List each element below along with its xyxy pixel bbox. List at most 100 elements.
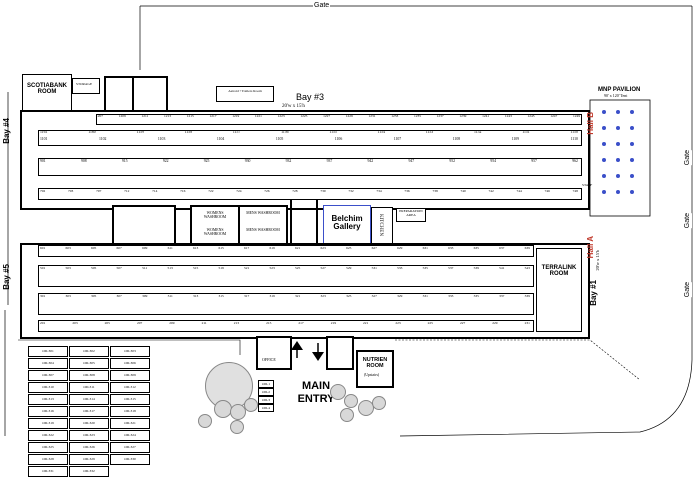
- outdoor-booth[interactable]: OD-314: [69, 394, 109, 405]
- booth-label[interactable]: 629: [397, 246, 403, 250]
- booth-label[interactable]: 215: [266, 321, 272, 325]
- booth-label[interactable]: 736: [404, 189, 410, 193]
- booth-label[interactable]: 1152: [473, 130, 482, 134]
- booth-label[interactable]: 617: [244, 246, 250, 250]
- outdoor-booth[interactable]: OD-315: [110, 394, 150, 405]
- booth-label[interactable]: 726: [264, 189, 270, 193]
- booth-label[interactable]: 335: [473, 294, 479, 298]
- booth-label[interactable]: 1227: [323, 114, 331, 118]
- booth-label[interactable]: 707: [96, 189, 102, 193]
- booth-label[interactable]: 930: [244, 159, 251, 163]
- booth-label[interactable]: 1154: [377, 130, 385, 134]
- booth-label[interactable]: 957: [531, 159, 537, 163]
- booth-label[interactable]: 1213: [164, 114, 172, 118]
- booth-label[interactable]: 1108: [452, 137, 461, 141]
- booth-label[interactable]: 605: [91, 246, 97, 250]
- booth-label[interactable]: 225: [427, 321, 433, 325]
- booth-label[interactable]: 337: [499, 294, 505, 298]
- booth-label[interactable]: 631: [422, 246, 428, 250]
- booth-label[interactable]: 1157: [232, 130, 241, 134]
- outdoor-booth[interactable]: OD-321: [110, 418, 150, 429]
- booth-label[interactable]: 231: [524, 321, 530, 325]
- booth-label[interactable]: 1102: [98, 137, 107, 141]
- booth-label[interactable]: 738: [432, 189, 438, 193]
- booth-label[interactable]: 728: [292, 189, 298, 193]
- outdoor-booth[interactable]: OD-310: [28, 382, 68, 393]
- booth-label[interactable]: 962: [572, 159, 578, 163]
- booth-label[interactable]: 1105: [275, 137, 284, 141]
- booth-label[interactable]: 511: [142, 266, 148, 270]
- booth-label[interactable]: 734: [376, 189, 382, 193]
- booth-label[interactable]: 1207: [96, 114, 103, 118]
- booth-label[interactable]: 503: [65, 266, 71, 270]
- booth-label[interactable]: 1101: [40, 137, 48, 141]
- booth-label[interactable]: 740: [460, 189, 466, 193]
- outdoor-booth[interactable]: OD-322: [28, 430, 68, 441]
- booth-label[interactable]: 915: [121, 159, 128, 163]
- booth-label[interactable]: 529: [346, 266, 352, 270]
- booth-label[interactable]: 633: [448, 246, 454, 250]
- booth-label[interactable]: 637: [499, 246, 505, 250]
- booth-label[interactable]: 1107: [393, 137, 402, 141]
- booth-label[interactable]: 527: [320, 266, 326, 270]
- booth-label[interactable]: 942: [367, 159, 374, 163]
- booth-label[interactable]: 613: [192, 246, 199, 250]
- booth-label[interactable]: 505: [91, 266, 97, 270]
- booth-label[interactable]: 507: [116, 266, 122, 270]
- od-small-booth[interactable]: OD-3: [258, 396, 274, 404]
- od-small-booth[interactable]: OD-1: [258, 380, 274, 388]
- booth-label[interactable]: 219: [330, 321, 336, 325]
- outdoor-booth[interactable]: OD-312: [110, 382, 150, 393]
- booth-label[interactable]: 954: [490, 159, 497, 163]
- booth-label[interactable]: 702: [40, 189, 46, 193]
- booth-label[interactable]: 712: [124, 189, 130, 193]
- booth-label[interactable]: 722: [208, 189, 214, 193]
- outdoor-booth[interactable]: OD-332: [69, 466, 109, 477]
- booth-label[interactable]: 513: [167, 266, 173, 270]
- booth-label[interactable]: 703: [68, 189, 74, 193]
- booth-label[interactable]: 217: [298, 321, 304, 325]
- booth-label[interactable]: 1233: [391, 114, 399, 118]
- booth-label[interactable]: 1243: [504, 114, 512, 118]
- booth-label[interactable]: 205: [104, 321, 110, 325]
- outdoor-booth[interactable]: OD-326: [69, 442, 109, 453]
- outdoor-booth[interactable]: OD-316: [28, 406, 68, 417]
- booth-label[interactable]: 908: [80, 159, 87, 163]
- booth-label[interactable]: 732: [348, 189, 354, 193]
- booth-label[interactable]: 1209: [118, 114, 126, 118]
- outdoor-booth[interactable]: OD-329: [69, 454, 109, 465]
- booth-label[interactable]: 539: [473, 266, 479, 270]
- booth-label[interactable]: 609: [142, 246, 148, 250]
- booth-label[interactable]: 317: [244, 294, 250, 298]
- booth-label[interactable]: 952: [449, 159, 456, 163]
- booth-label[interactable]: 625: [346, 246, 352, 250]
- booth-label[interactable]: 1159: [136, 130, 144, 134]
- booth-label[interactable]: 639: [524, 246, 530, 250]
- od-small-booth[interactable]: OD-4: [258, 404, 274, 412]
- booth-label[interactable]: 607: [116, 246, 122, 250]
- booth-label[interactable]: 1106: [334, 137, 343, 141]
- booth-label[interactable]: 1155: [329, 130, 337, 134]
- booth-label[interactable]: 523: [269, 266, 275, 270]
- outdoor-booth[interactable]: OD-308: [69, 370, 109, 381]
- outdoor-booth[interactable]: OD-325: [28, 442, 68, 453]
- booth-label[interactable]: 1156: [281, 130, 289, 134]
- booth-label[interactable]: 1150: [570, 130, 578, 134]
- booth-label[interactable]: 221: [363, 321, 369, 325]
- booth-label[interactable]: 627: [371, 246, 377, 250]
- outdoor-booth[interactable]: OD-328: [28, 454, 68, 465]
- booth-label[interactable]: 519: [218, 266, 224, 270]
- booth-label[interactable]: 521: [244, 266, 250, 270]
- outdoor-booth[interactable]: OD-305: [69, 358, 109, 369]
- outdoor-booth[interactable]: OD-311: [69, 382, 109, 393]
- booth-label[interactable]: 1215: [186, 114, 194, 118]
- booth-label[interactable]: 207: [136, 321, 143, 325]
- booth-label[interactable]: 1239: [459, 114, 467, 118]
- booth-label[interactable]: 525: [295, 266, 301, 270]
- booth-label[interactable]: 319: [269, 294, 275, 298]
- booth-label[interactable]: 1160: [88, 130, 96, 134]
- booth-label[interactable]: 533: [397, 266, 403, 270]
- booth-label[interactable]: 229: [492, 321, 498, 325]
- booth-label[interactable]: 543: [524, 266, 530, 270]
- outdoor-booth[interactable]: OD-304: [28, 358, 68, 369]
